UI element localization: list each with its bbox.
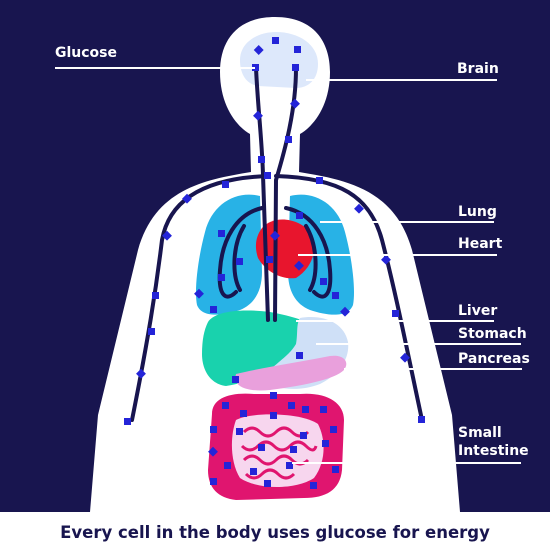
caption: Every cell in the body uses glucose for …	[60, 522, 490, 542]
glucose-marker	[294, 46, 301, 53]
glucose-marker	[290, 446, 297, 453]
glucose-marker	[340, 306, 350, 317]
brain-label: Brain	[457, 61, 499, 77]
glucose-marker	[392, 310, 399, 317]
glucose-marker	[224, 462, 231, 469]
glucose-marker	[236, 428, 243, 435]
vessel	[232, 224, 246, 292]
glucose-marker	[250, 468, 257, 475]
vessel	[304, 224, 318, 292]
pancreas-label: Pancreas	[458, 351, 530, 367]
heart-label: Heart	[458, 236, 503, 252]
glucose-marker	[152, 292, 159, 299]
small-intestine-label-line2: Intestine	[458, 443, 529, 459]
glucose-marker	[210, 306, 217, 313]
glucose-marker	[218, 274, 225, 281]
glucose-marker	[332, 292, 339, 299]
glucose-marker	[310, 482, 317, 489]
vessel	[284, 206, 333, 299]
glucose-marker	[253, 45, 264, 55]
glucose-marker	[266, 256, 273, 263]
glucose-marker	[240, 410, 247, 417]
body-illustration	[55, 17, 522, 512]
glucose-label: Glucose	[55, 45, 118, 61]
glucose-marker	[400, 352, 410, 363]
glucose-marker	[136, 368, 146, 379]
liver-label: Liver	[458, 303, 498, 319]
glucose-marker	[270, 230, 280, 241]
vessel	[217, 206, 264, 299]
glucose-marker	[232, 376, 239, 383]
glucose-marker	[285, 136, 292, 143]
small-intestine-label-line1: Small	[458, 425, 502, 441]
glucose-marker	[148, 328, 155, 335]
vessel	[274, 174, 424, 422]
glucose-marker	[270, 392, 277, 399]
lung-label: Lung	[458, 204, 497, 220]
blood-vessels	[130, 66, 424, 422]
glucose-marker	[322, 440, 329, 447]
stomach-label: Stomach	[458, 326, 527, 342]
glucose-marker	[300, 432, 307, 439]
glucose-marker	[182, 193, 192, 204]
glucose-marker	[296, 212, 303, 219]
glucose-marker	[218, 230, 225, 237]
glucose-marker	[418, 416, 425, 423]
glucose-marker	[124, 418, 131, 425]
glucose-marker	[222, 181, 229, 188]
vessel	[254, 66, 270, 322]
glucose-marker	[194, 288, 204, 299]
leader-lines	[55, 67, 522, 464]
vessel	[130, 174, 270, 422]
pancreas-shape	[235, 355, 347, 391]
glucose-marker	[294, 260, 304, 271]
intestine-coil	[244, 468, 296, 480]
glucose-marker	[354, 203, 364, 214]
glucose-marker	[320, 278, 327, 285]
intestine-coil	[240, 440, 318, 452]
glucose-marker	[296, 352, 303, 359]
glucose-marker	[264, 480, 271, 487]
glucose-marker	[264, 172, 271, 179]
intestine-coil	[242, 426, 310, 438]
glucose-marker	[330, 426, 337, 433]
left-lung-shape	[195, 194, 262, 315]
glucose-marker	[332, 466, 339, 473]
glucose-marker	[320, 406, 327, 413]
glucose-marker	[258, 444, 265, 451]
glucose-marker	[252, 64, 259, 71]
glucose-marker	[292, 64, 299, 71]
liver-shape	[202, 310, 318, 386]
glucose-marker	[316, 177, 323, 184]
glucose-marker	[210, 478, 217, 485]
glucose-marker	[286, 462, 293, 469]
glucose-marker	[288, 402, 295, 409]
glucose-marker	[208, 446, 218, 457]
glucose-marker	[258, 156, 265, 163]
glucose-marker	[162, 230, 172, 241]
glucose-marker	[270, 412, 277, 419]
glucose-marker	[236, 258, 243, 265]
glucose-marker	[222, 402, 229, 409]
diagram-canvas: Glucose Brain Lung Heart Liver Stomach P…	[0, 0, 550, 512]
glucose-marker	[210, 426, 217, 433]
glucose-marker	[302, 406, 309, 413]
glucose-marker	[272, 37, 279, 44]
glucose-marker	[381, 254, 391, 265]
